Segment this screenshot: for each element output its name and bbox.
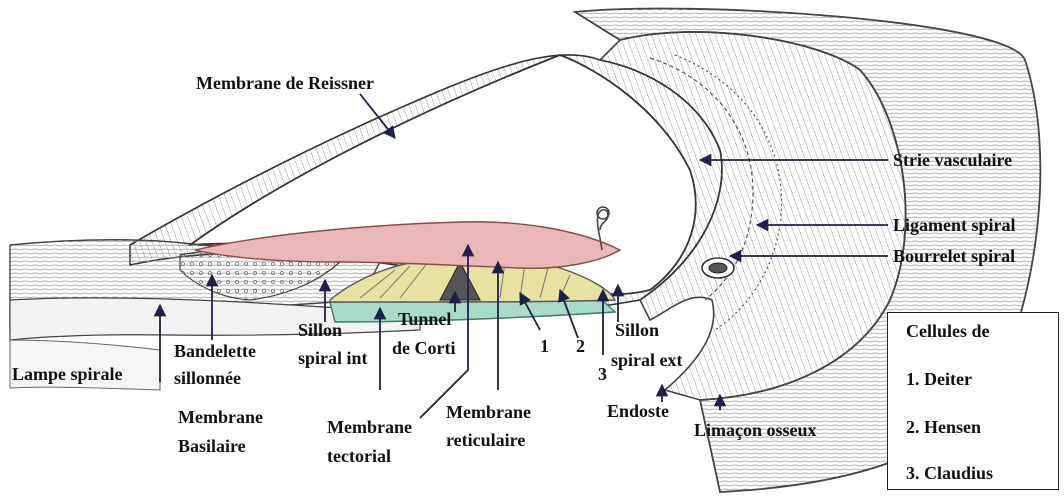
label-basilaire-line2: Basilaire	[178, 436, 246, 456]
label-sillon-int-line1: Sillon	[298, 320, 342, 340]
label-number-3: 3	[598, 364, 607, 384]
legend-item-claudius: 3. Claudius	[906, 463, 993, 484]
legend-item-hensen: 2. Hensen	[906, 417, 981, 438]
label-bandelette-line2: sillonnée	[174, 368, 241, 388]
label-basilaire-line1: Membrane	[178, 407, 263, 427]
label-number-2: 2	[576, 336, 585, 356]
label-lampe: Lampe spirale	[12, 364, 123, 384]
label-number-1: 1	[540, 336, 549, 356]
label-sillon-ext-line1: Sillon	[615, 320, 659, 340]
label-endoste: Endoste	[607, 401, 669, 421]
label-limacon: Limaçon osseux	[694, 420, 817, 440]
label-bandelette-line1: Bandelette	[174, 341, 256, 361]
legend-item-deiter: 1. Deiter	[906, 369, 972, 390]
label-sillon-int-line2: spiral int	[298, 348, 368, 368]
label-reticulaire-line1: Membrane	[446, 402, 531, 422]
label-ligament: Ligament spiral	[893, 215, 1016, 235]
label-tunnel-line1: Tunnel	[398, 309, 451, 329]
label-reticulaire-line2: reticulaire	[446, 430, 525, 450]
label-sillon-ext-line2: spiral ext	[611, 350, 683, 370]
cell-legend: Cellules de 1. Deiter 2. Hensen 3. Claud…	[887, 312, 1059, 490]
label-reissner: Membrane de Reissner	[196, 73, 374, 93]
label-tectorial-line1: Membrane	[327, 417, 412, 437]
label-bourrelet: Bourrelet spiral	[893, 246, 1015, 266]
label-tunnel-line2: de Corti	[392, 338, 455, 358]
label-strie: Strie vasculaire	[893, 150, 1012, 170]
legend-title: Cellules de	[906, 321, 990, 342]
label-tectorial-line2: tectorial	[327, 446, 391, 466]
